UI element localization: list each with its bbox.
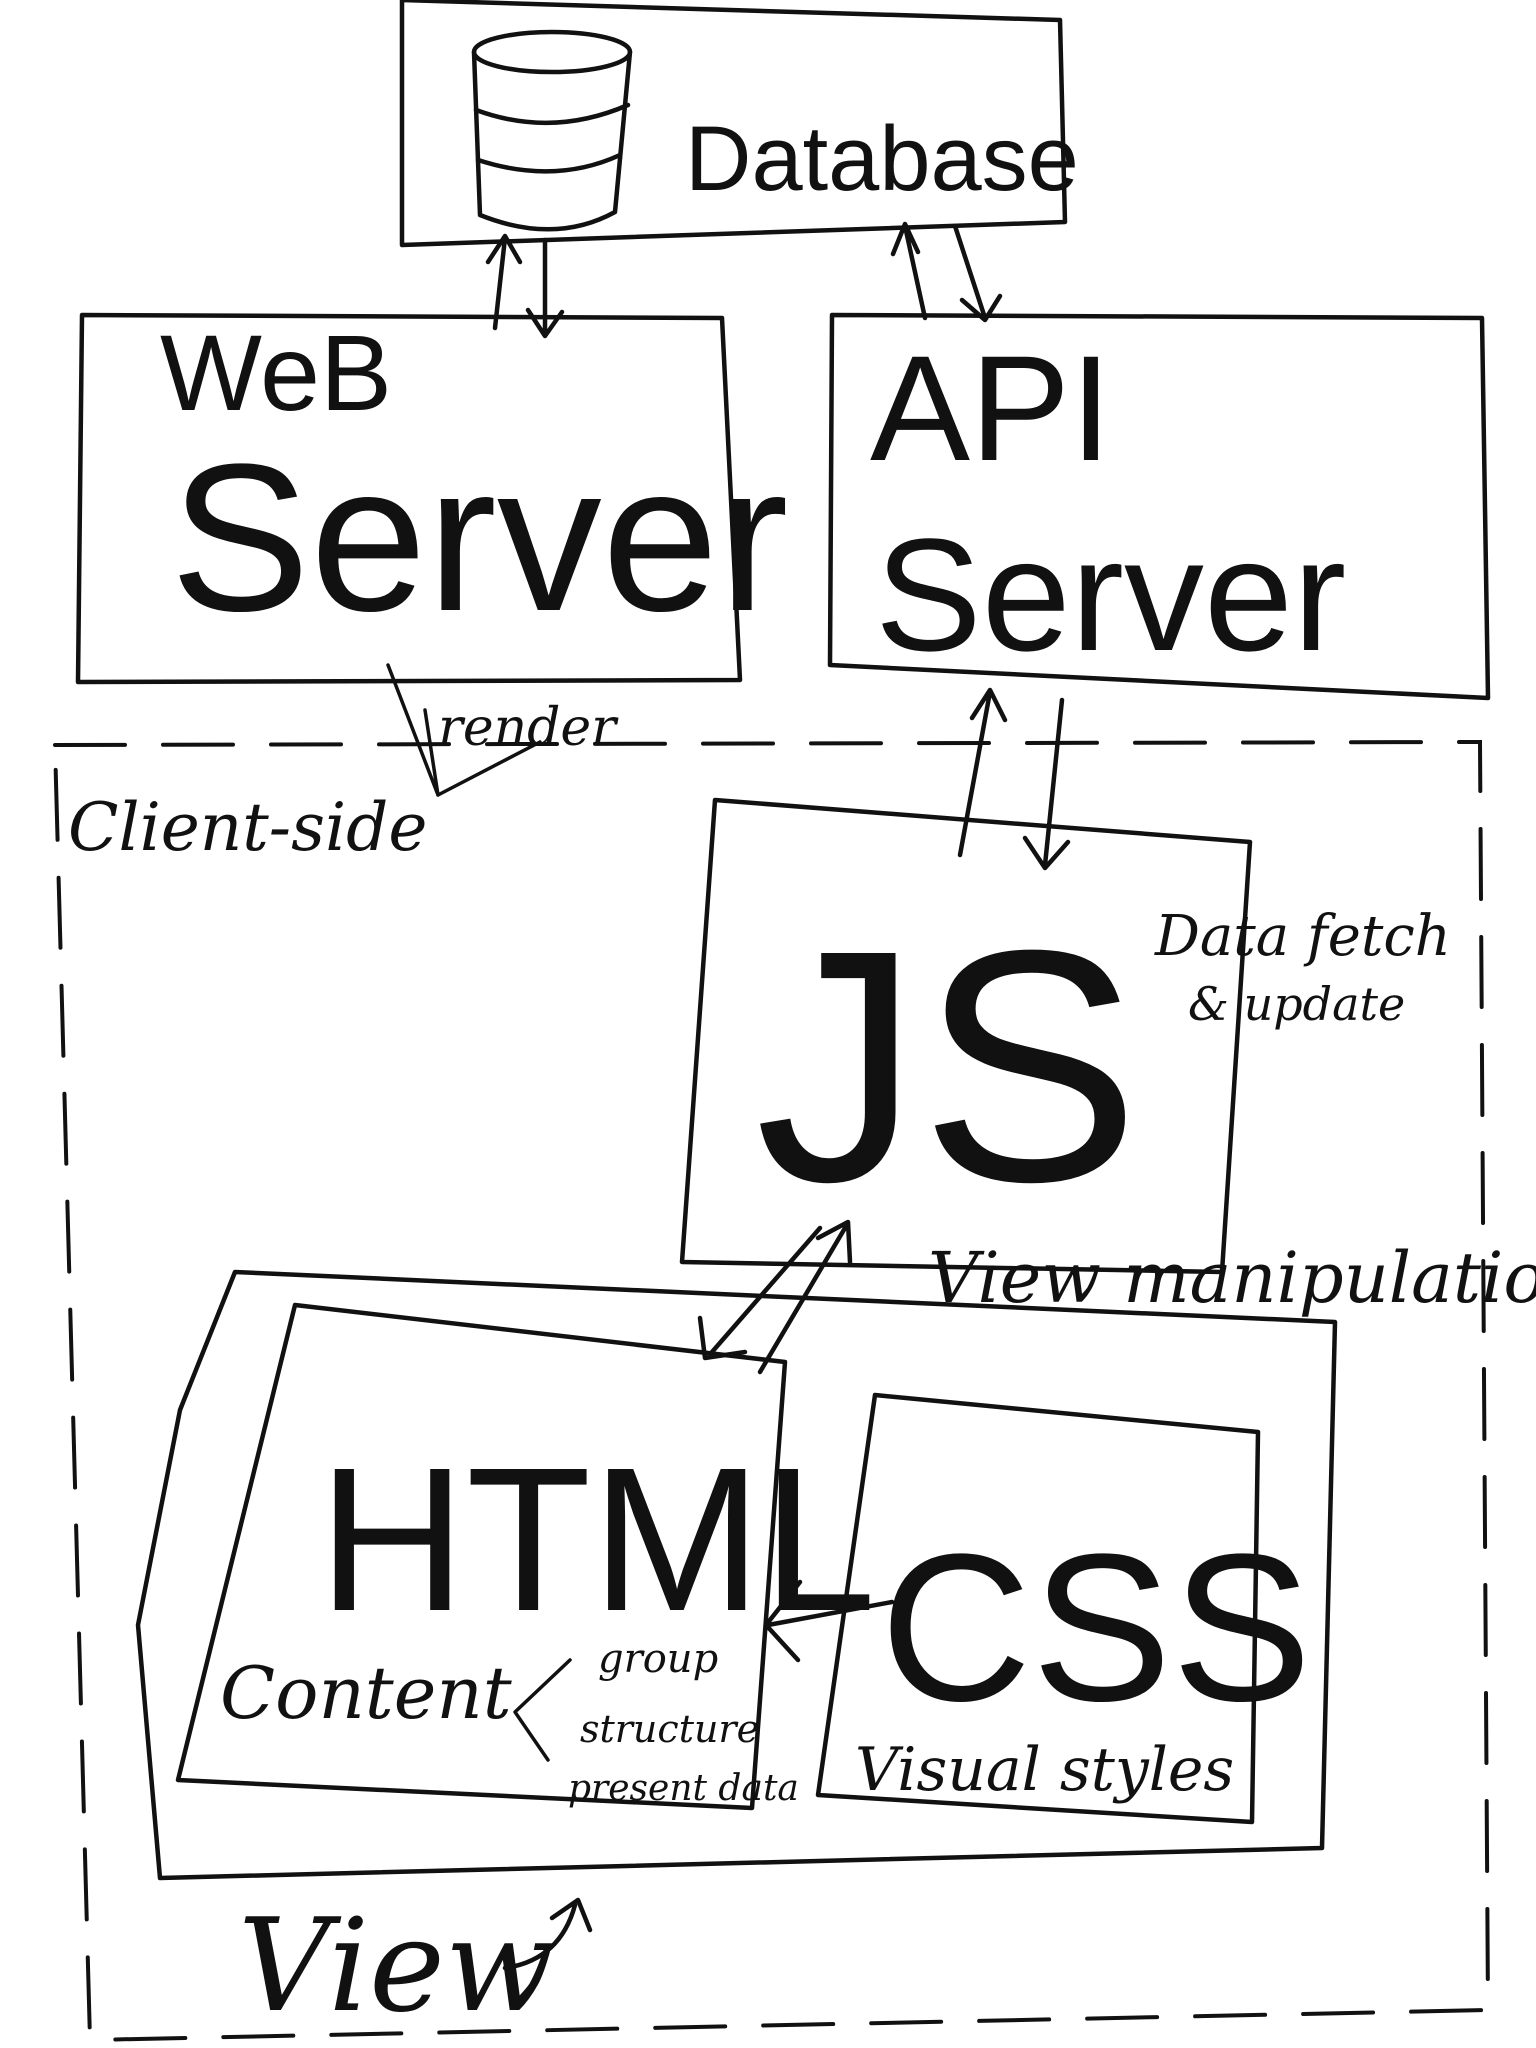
css-caption: Visual styles (855, 1735, 1234, 1805)
css-box (815, 1392, 1261, 1825)
content-role-structure: structure (580, 1707, 759, 1751)
web-server-line1: WeB (160, 312, 392, 433)
web-server-line2: Server (170, 420, 789, 655)
js-label: JS (755, 881, 1140, 1250)
view-pointer-arrow (502, 1897, 593, 1971)
render-arrow (386, 663, 542, 797)
api-server-line2: Server (875, 505, 1346, 684)
content-roles-brace (513, 1658, 572, 1762)
db-api-arrows (890, 221, 1003, 323)
js-note-line1: Data fetch (1154, 904, 1451, 969)
js-box (679, 797, 1253, 1275)
html-box (175, 1302, 788, 1811)
html-content-label: Content (220, 1651, 513, 1735)
render-label: render (438, 698, 619, 758)
db-web-arrows (485, 233, 565, 339)
view-label: View (238, 1892, 554, 2041)
api-js-arrows (957, 687, 1071, 871)
view-manipulation-label: View manipulation (928, 1237, 1536, 1319)
css-html-arrow (763, 1579, 895, 1663)
api-server-box (827, 312, 1491, 701)
database-box (399, 0, 1068, 248)
css-label: CSS (880, 1510, 1312, 1745)
web-server-box (75, 312, 743, 685)
html-label: HTML (318, 1425, 876, 1654)
database-icon (471, 29, 633, 232)
content-role-present-data: present data (568, 1768, 799, 1809)
database-label: Database (685, 108, 1079, 210)
content-role-group: group (598, 1636, 718, 1682)
view-box (135, 1269, 1338, 1881)
js-note-line2: & update (1188, 977, 1405, 1031)
api-server-line1: API (870, 324, 1112, 492)
client-side-label: Client-side (68, 789, 427, 866)
